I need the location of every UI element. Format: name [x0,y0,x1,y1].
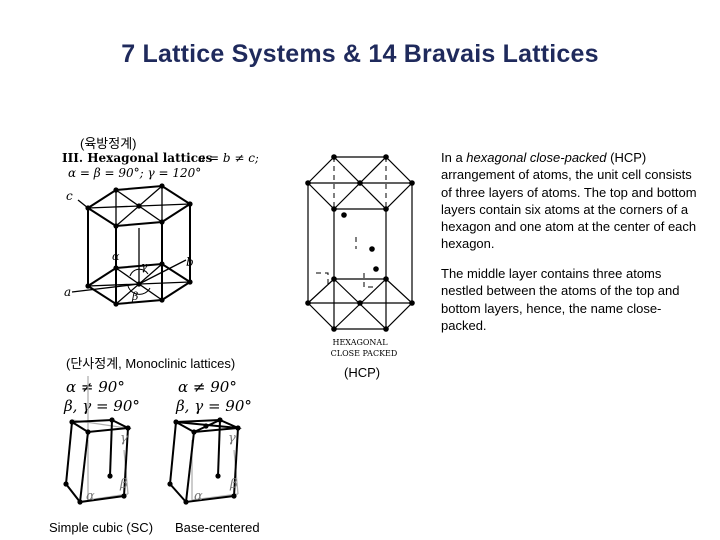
monoclinic-left-condition-1: α ≠ 90° [66,378,125,396]
angle-label-gamma: γ [141,260,148,273]
hexagonal-heading: III. Hexagonal lattices [62,151,213,165]
caption-simple-cubic: Simple cubic (SC) [49,520,154,535]
monoclinic-korean-label: (단사정계, Monoclinic lattices) [66,356,236,371]
right-angle-beta: β [229,477,238,492]
hexagonal-lattice-figure: III. Hexagonal lattices a = b ≠ c; α = β… [58,148,259,323]
monoclinic-figures: α ≠ 90° β, γ = 90° α ≠ 90° β, γ = 90° γ … [58,376,278,516]
right-angle-alpha: α [194,489,203,504]
caption-base-centered: Base-centered [175,520,260,535]
monoclinic-right-condition-1: α ≠ 90° [178,378,237,396]
left-angle-alpha: α [86,489,95,504]
hcp-caption-1: HEXAGONAL [332,338,388,347]
angle-label-beta: β [131,290,138,303]
monoclinic-left-condition-2: β, γ = 90° [63,397,140,415]
hcp-description-paragraph-2: The middle layer contains three atoms ne… [441,266,680,333]
axis-label-b: b [186,255,194,269]
left-angle-beta: β [119,477,128,492]
hcp-label: (HCP) [344,365,381,380]
axis-label-a: a [64,285,71,299]
slide-title: 7 Lattice Systems & 14 Bravais Lattices [121,40,599,68]
angle-label-alpha: α [112,250,120,263]
left-angle-gamma: γ [120,431,128,446]
right-angle-gamma: γ [228,431,236,446]
hexagonal-condition-1: a = b ≠ c; [198,151,258,165]
axis-label-c: c [66,189,73,203]
hcp-figure: HEXAGONAL CLOSE PACKED [300,145,430,365]
monoclinic-right-condition-2: β, γ = 90° [175,397,252,415]
hexagonal-condition-2: α = β = 90°; γ = 120° [68,166,201,180]
hexagonal-korean-label: (육방정계) [80,136,137,151]
hcp-caption-2: CLOSE PACKED [331,349,398,358]
hcp-description-paragraph-1: In a hexagonal close-packed (HCP) arrang… [441,150,697,252]
